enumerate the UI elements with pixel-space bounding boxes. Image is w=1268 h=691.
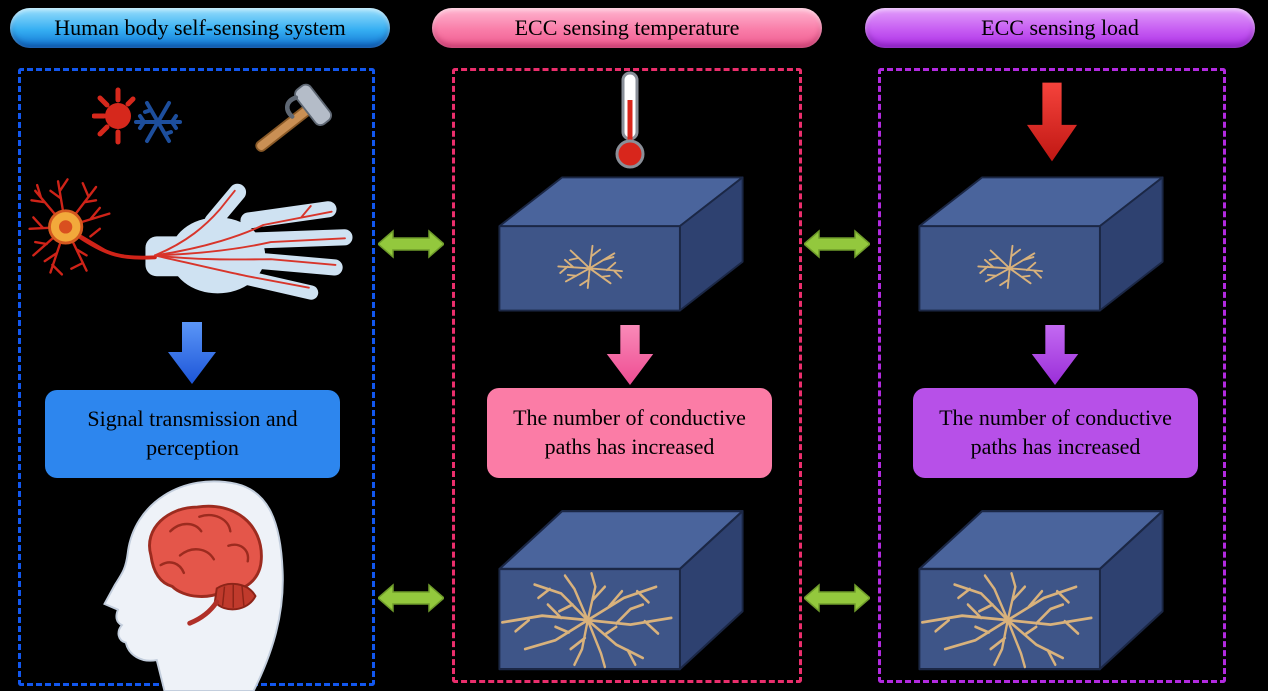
panel-ecc-temperature: [452, 68, 802, 683]
green-double-arrow-bottom-right: [804, 583, 870, 613]
header-ecc-temperature-label: ECC sensing temperature: [514, 15, 740, 40]
red-down-arrow-icon: [1027, 82, 1077, 162]
ecc-cube-load-before: [918, 176, 1164, 312]
header-human-body: Human body self-sensing system: [10, 8, 390, 48]
green-double-arrow-top-left: [378, 229, 444, 259]
ecc-cube-temperature-after: [498, 510, 744, 671]
brain-shape: [148, 504, 263, 626]
large-crack-network: [921, 572, 1093, 669]
neuron-hand-icon: [28, 178, 353, 300]
panel-ecc-load: [878, 68, 1226, 683]
neuron-axon: [77, 234, 157, 260]
hammer-icon: [255, 83, 333, 152]
green-double-arrow-top-right: [804, 229, 870, 259]
hand-shape: [145, 183, 353, 300]
signal-transmission-box: Signal transmission and perception: [45, 390, 340, 478]
header-ecc-load-label: ECC sensing load: [981, 15, 1139, 40]
thermometer-icon: [615, 71, 645, 169]
signal-transmission-label: Signal transmission and perception: [87, 406, 298, 460]
temperature-result-label: The number of conductive paths has incre…: [513, 405, 746, 459]
hot-cold-icon: [92, 87, 182, 145]
small-crack-network: [557, 244, 623, 289]
blue-down-arrow-icon: [168, 322, 216, 384]
small-crack-network: [977, 244, 1043, 289]
hand-nerves: [154, 189, 346, 289]
green-double-arrow-bottom-left: [378, 583, 444, 613]
purple-down-arrow-icon: [1031, 325, 1079, 385]
header-ecc-load: ECC sensing load: [865, 8, 1255, 48]
large-crack-network: [501, 572, 673, 669]
neuron-nucleus: [59, 220, 73, 234]
header-human-body-label: Human body self-sensing system: [54, 15, 346, 40]
head-brain-icon: [103, 480, 284, 691]
load-result-label: The number of conductive paths has incre…: [939, 405, 1172, 459]
ecc-cube-load-after: [918, 510, 1164, 671]
ecc-cube-temperature-before: [498, 176, 744, 312]
load-result-box: The number of conductive paths has incre…: [913, 388, 1198, 478]
temperature-result-box: The number of conductive paths has incre…: [487, 388, 772, 478]
pink-down-arrow-icon: [606, 325, 654, 385]
header-ecc-temperature: ECC sensing temperature: [432, 8, 822, 48]
